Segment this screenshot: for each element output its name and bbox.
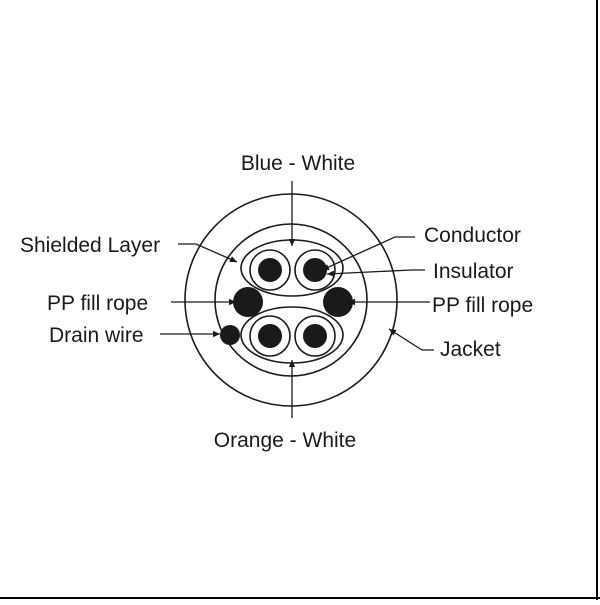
shielded-layer-ring: [214, 223, 368, 377]
conductor-orange: [258, 324, 282, 348]
label-insulator: Insulator: [433, 260, 514, 283]
conductor-white-2: [303, 324, 327, 348]
label-conductor: Conductor: [424, 224, 521, 247]
label-jacket: Jacket: [440, 338, 501, 361]
insulator-leader: [326, 269, 425, 277]
conductor-blue: [258, 258, 282, 282]
label-pp-fill-rope-left: PP fill rope: [47, 292, 148, 315]
label-pp-fill-rope-right: PP fill rope: [432, 294, 533, 317]
jacket-leader: [388, 328, 434, 351]
blue-white-pair: [249, 249, 336, 291]
jacket-ring: [184, 193, 398, 407]
pp-fill-rope-right: [323, 287, 353, 317]
label-drain-wire: Drain wire: [49, 324, 144, 347]
label-shielded-layer: Shielded Layer: [20, 234, 160, 257]
shielded-layer-leader: [178, 243, 238, 263]
pp-fill-rope-left: [233, 287, 263, 317]
label-orange-white: Orange - White: [214, 429, 356, 452]
orange-white-pair: [249, 315, 336, 357]
label-blue-white: Blue - White: [241, 152, 355, 175]
drain-wire: [220, 325, 240, 345]
conductor-leader: [321, 236, 415, 271]
conductor-white-1: [303, 258, 327, 282]
